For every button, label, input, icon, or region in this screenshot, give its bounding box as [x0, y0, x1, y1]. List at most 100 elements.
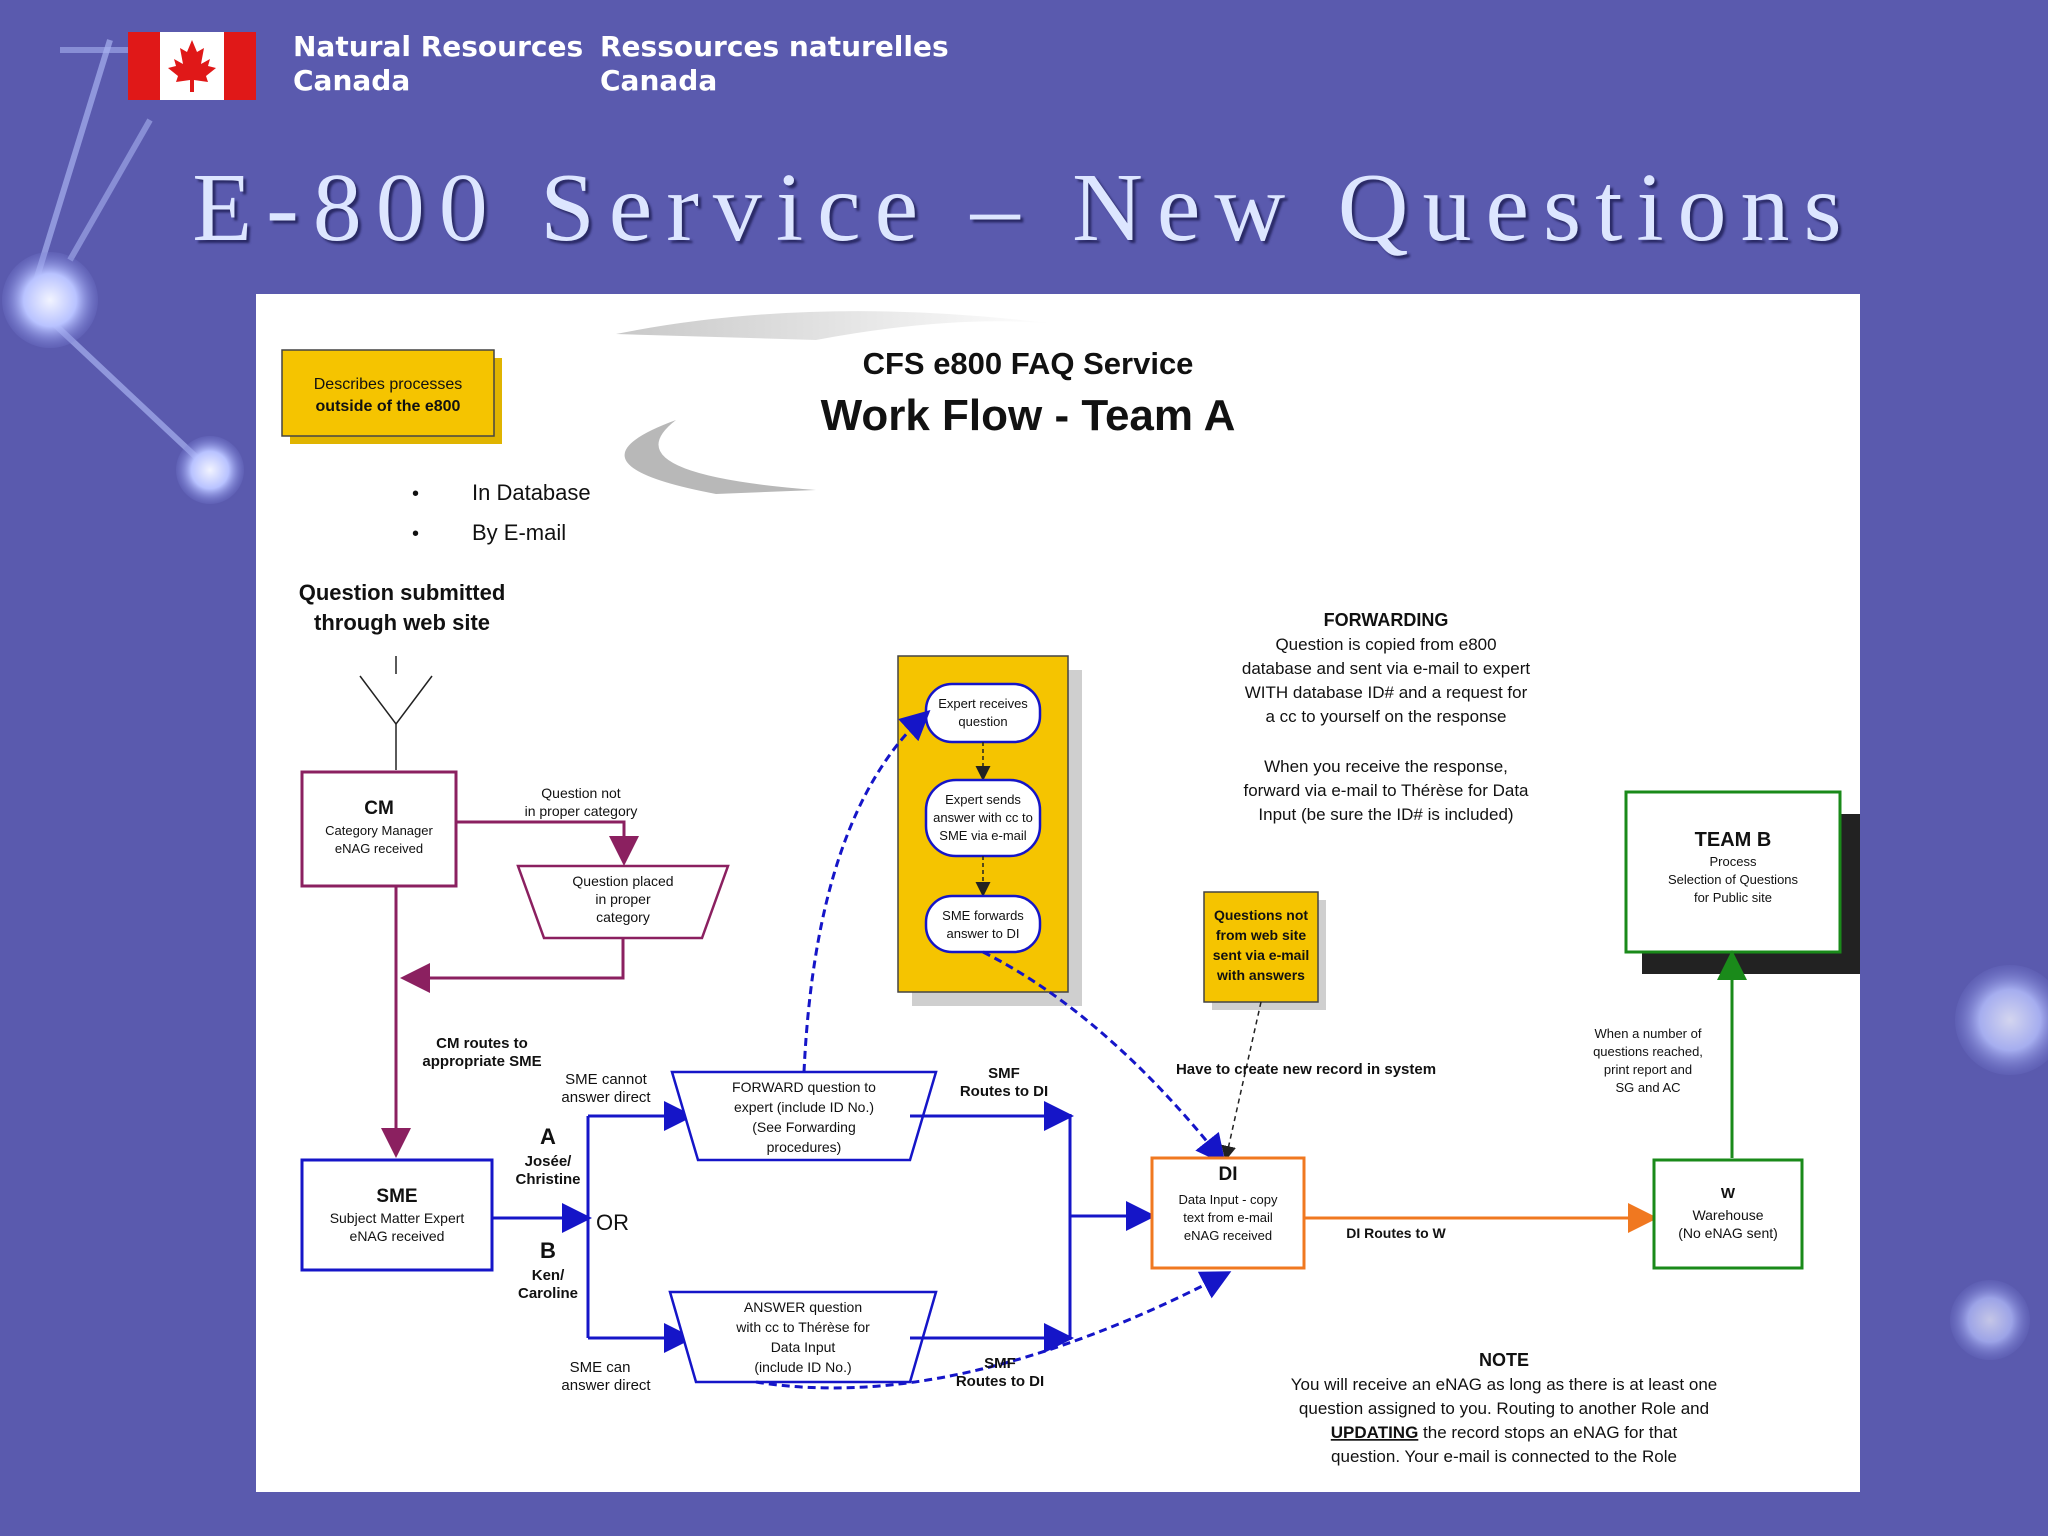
- sme-line2: eNAG received: [350, 1228, 445, 1244]
- note-line2: question assigned to you. Routing to ano…: [1299, 1399, 1709, 1418]
- dept-fr-line2: Canada: [600, 64, 718, 97]
- a-name2: Christine: [515, 1171, 580, 1188]
- fwd-line4: procedures): [767, 1139, 842, 1155]
- legend-line1: Describes processes: [314, 376, 463, 393]
- q-placed-line3: category: [596, 909, 650, 925]
- workflow-diagram: CFS e800 FAQ Service Work Flow - Team A …: [256, 294, 1860, 1492]
- answer-cc-to-di-arrow: [755, 1271, 1232, 1390]
- bullet-dot-2: •: [412, 523, 419, 545]
- note-line3: UPDATING the record stops an eNAG for th…: [1331, 1423, 1678, 1442]
- di-routes-label: DI Routes to W: [1346, 1225, 1446, 1241]
- bullet-by-email: By E-mail: [472, 520, 566, 545]
- diagram-title-line1: CFS e800 FAQ Service: [863, 346, 1194, 381]
- smf-routes-bot1: SMF: [984, 1355, 1016, 1372]
- expert3-line2: answer to DI: [947, 926, 1020, 941]
- q-placed-line1: Question placed: [572, 873, 673, 889]
- team-b-box: [1624, 790, 1842, 954]
- forwarding-line: a cc to yourself on the response: [1266, 707, 1507, 726]
- sme-box: [300, 1158, 494, 1272]
- forwarding-line: Input (be sure the ID# is included): [1258, 805, 1513, 824]
- di-title: DI: [1219, 1164, 1238, 1185]
- ans-line3: Data Input: [771, 1339, 836, 1355]
- di-line3: eNAG received: [1184, 1228, 1272, 1243]
- b-name2: Caroline: [518, 1285, 578, 1302]
- sme-can-line2: answer direct: [561, 1377, 651, 1394]
- fwd-line1: FORWARD question to: [732, 1079, 876, 1095]
- w-line2: (No eNAG sent): [1678, 1225, 1778, 1241]
- w-line1: Warehouse: [1692, 1207, 1763, 1223]
- fwd-line3: (See Forwarding: [752, 1119, 856, 1135]
- when-line4: SG and AC: [1615, 1080, 1680, 1095]
- department-name-en: Natural Resources Canada: [293, 30, 583, 98]
- not-web-box: [1203, 891, 1319, 1003]
- note-title: NOTE: [1479, 1350, 1529, 1370]
- not-web-line3: sent via e-mail: [1213, 947, 1310, 963]
- legend-line2: outside of the e800: [316, 398, 461, 415]
- w-title: W: [1721, 1185, 1736, 1202]
- forward-box: [670, 1070, 938, 1162]
- diagram-title-line2: Work Flow - Team A: [821, 391, 1236, 440]
- b-label: B: [540, 1238, 556, 1263]
- team-b-line2: Selection of Questions: [1668, 872, 1799, 887]
- or-label: OR: [596, 1210, 629, 1235]
- submitted-line2: through web site: [314, 610, 490, 635]
- smf-routes-top2: Routes to DI: [960, 1083, 1048, 1100]
- team-b-line1: Process: [1710, 854, 1757, 869]
- when-line3: print report and: [1604, 1062, 1692, 1077]
- forwarding-line: When you receive the response,: [1264, 757, 1508, 776]
- cm-routes-line2: appropriate SME: [422, 1053, 541, 1070]
- sme-forwards-to-di-arrow: [982, 950, 1226, 1165]
- expert2-line1: Expert sends: [945, 792, 1021, 807]
- sme-cannot-line1: SME cannot: [565, 1071, 648, 1088]
- expert1-line2: question: [958, 714, 1007, 729]
- forwarding-text: Question is copied from e800 database an…: [1242, 635, 1531, 824]
- expert-receives-box: [924, 682, 1042, 744]
- when-line2: questions reached,: [1593, 1044, 1703, 1059]
- forwarding-line: WITH database ID# and a request for: [1245, 683, 1528, 702]
- note-line4: question. Your e-mail is connected to th…: [1331, 1447, 1677, 1466]
- answer-box: [668, 1290, 938, 1384]
- di-box: [1150, 1156, 1306, 1270]
- not-web-line4: with answers: [1216, 967, 1305, 983]
- sme-cannot-line2: answer direct: [561, 1089, 651, 1106]
- expert2-line3: SME via e-mail: [939, 828, 1027, 843]
- a-name1: Josée/: [525, 1153, 573, 1170]
- submit-funnel: [359, 675, 433, 726]
- dept-en-line2: Canada: [293, 64, 411, 97]
- new-record-label: Have to create new record in system: [1176, 1061, 1436, 1078]
- team-b-title: TEAM B: [1695, 829, 1772, 851]
- expert2-line2: answer with cc to: [933, 810, 1033, 825]
- legend-box: [281, 349, 495, 437]
- title-swoosh-top: [616, 311, 1056, 340]
- submitted-line1: Question submitted: [299, 580, 506, 605]
- slide-title: E-800 Service – New Questions: [192, 154, 1856, 262]
- ans-line2: with cc to Thérèse for: [735, 1319, 870, 1335]
- not-web-line1: Questions not: [1214, 907, 1308, 923]
- forwarding-line: forward via e-mail to Thérèse for Data: [1243, 781, 1529, 800]
- cm-line1: Category Manager: [325, 823, 433, 838]
- expert1-line1: Expert receives: [938, 696, 1028, 711]
- when-line1: When a number of: [1595, 1026, 1702, 1041]
- cm-title: CM: [364, 798, 394, 819]
- ans-line4: (include ID No.): [754, 1359, 851, 1375]
- forwarding-line: database and sent via e-mail to expert: [1242, 659, 1531, 678]
- q-placed-line2: in proper: [595, 891, 651, 907]
- di-line2: text from e-mail: [1183, 1210, 1273, 1225]
- department-name-fr: Ressources naturelles Canada: [600, 30, 949, 98]
- sme-line1: Subject Matter Expert: [330, 1210, 465, 1226]
- note-updating: UPDATING: [1331, 1423, 1419, 1442]
- b-name1: Ken/: [532, 1267, 565, 1284]
- cm-line2: eNAG received: [335, 841, 423, 856]
- canada-flag-icon: [128, 32, 256, 100]
- fwd-line2: expert (include ID No.): [734, 1099, 874, 1115]
- forwarding-line: Question is copied from e800: [1275, 635, 1496, 654]
- warehouse-box: [1652, 1158, 1804, 1270]
- sme-can-line1: SME can: [570, 1359, 631, 1376]
- sme-forwards-box: [924, 894, 1042, 954]
- dept-en-line1: Natural Resources: [293, 30, 584, 63]
- cm-routes-line1: CM routes to: [436, 1035, 528, 1052]
- team-b-line3: for Public site: [1694, 890, 1772, 905]
- note-line3-rest: the record stops an eNAG for that: [1418, 1423, 1677, 1442]
- title-swoosh-bottom: [624, 420, 816, 494]
